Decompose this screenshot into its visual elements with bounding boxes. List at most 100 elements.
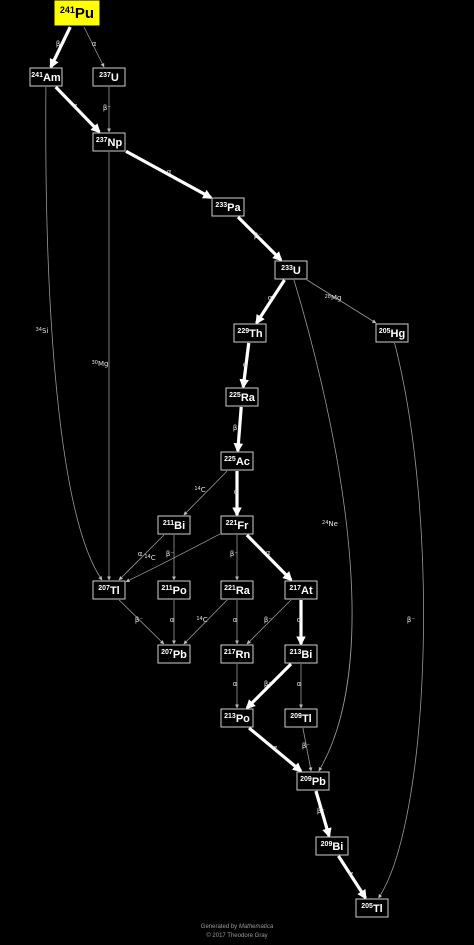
nuclide-pu-241: 241Pu [53,0,101,27]
edge-label-bi213-po213: β⁻ [264,680,272,688]
nuclide-label: 233U [281,265,301,277]
edge-label-fr221-ra221: β⁻ [230,550,238,558]
nuclide-box [53,0,101,27]
edge-u233-th229 [255,279,286,325]
nuclide-box [233,323,267,343]
footer-generated-app: Mathematica [238,924,274,930]
nuclide-box [284,580,318,600]
nuclide-label: 207Pb [161,649,187,661]
footer-copyright: © 2017 Theodore Gray [206,933,268,939]
nuclide-box [315,836,349,856]
edge-pu241-am241 [49,26,72,69]
nuclide-at-217: 217At [284,580,318,600]
footer-generated: Generated by Mathematica [0,924,474,930]
nuclide-box [296,771,330,791]
nuclide-u-237: 237U [92,67,126,87]
nuclide-bi-209: 209Bi [315,836,349,856]
edge-label-rn217-po213: α [233,680,238,688]
edge-u233-hg205 [306,279,377,324]
nuclide-label: 237Np [96,137,123,149]
nuclide-label: 211Bi [163,520,185,532]
edge-ac225-bi211 [183,470,228,516]
nuclide-box [220,644,254,664]
edge-label-at217-bi213: α [297,616,302,624]
nuclide-bi-213: 213Bi [284,644,318,664]
edge-at217-rn217 [246,599,292,645]
nuclide-pa-233: 233Pa [211,197,245,217]
edge-ra225-ac225 [233,406,244,453]
edge-pb209-bi209 [314,790,332,838]
edge-label-ra225-ac225: β⁻ [233,424,241,432]
edge-label-pa233-u233: β⁻ [254,232,262,240]
nuclide-label: 209Tl [290,713,311,725]
edge-label-ra221-pb207: 14C [196,616,207,624]
edge-label-ac225-fr221: α [234,488,239,496]
edge-label-bi209-tl205: α [349,870,354,878]
nuclide-label: 221Fr [226,520,249,532]
edge-label-am241-tl207: 34Si [36,327,49,335]
nuclide-ac-225: 225Ac [220,451,254,471]
edge-bi213-po213 [245,662,293,710]
edge-label-am241-np237: α [73,102,78,110]
edge-label-hg205-tl205: β⁻ [407,616,415,624]
edge-label-ac225-bi211: 14C [194,486,205,494]
footer-generated-prefix: Generated by [200,924,238,930]
nuclide-box [220,451,254,471]
edge-label-pu241-am241: β⁻ [56,40,64,48]
nuclide-box [284,644,318,664]
nuclide-label: 205Hg [379,328,405,340]
edge-pu241-u237 [83,26,105,68]
edge-label-bi211-po211: β⁻ [166,550,174,558]
edge-label-fr221-tl207: 14C [144,554,155,562]
edge-label-u237-np237: β⁻ [103,104,111,112]
edge-label-po213-pb209: α [273,744,278,752]
nuclide-th-229: 229Th [233,323,267,343]
nuclide-box [157,515,191,535]
nuclide-label: 229Th [237,328,262,340]
edge-bi209-tl205 [337,855,367,900]
nuclide-label: 225Ac [224,456,250,468]
edge-label-tl207-pb207: β⁻ [135,616,143,624]
nuclide-label: 205Tl [361,903,382,915]
nuclide-label: 217At [289,585,313,597]
nuclide-fr-221: 221Fr [220,515,254,535]
nuclide-label: 213Bi [290,649,313,661]
nuclide-tl-207: 207Tl [92,580,126,600]
nuclide-label: 207Tl [98,585,119,597]
nuclide-bi-211: 211Bi [157,515,191,535]
edge-label-pb209-bi209: β⁻ [317,807,325,815]
edge-label-u233-th229: α [268,294,273,302]
nuclide-box [220,580,254,600]
edge-am241-tl207 [45,86,103,581]
edge-am241-np237 [54,85,101,134]
edge-label-bi211-tl207: α [138,550,143,558]
edge-tl207-pb207 [118,599,165,645]
nuclide-label: 209Pb [300,776,326,788]
nuclide-label: 241Am [31,72,61,84]
nuclide-box [355,898,389,918]
nuclide-box [157,580,191,600]
nuclide-box [220,708,254,728]
edge-label-np237-tl207: 30Mg [92,360,109,368]
nuclide-box [220,515,254,535]
edge-fr221-tl207 [125,533,221,583]
nuclide-box [92,132,126,152]
nodes-layer: 241Pu 241Am 237U 237Np 233Pa 233U 229Th 205Hg 22… [29,0,409,918]
nuclide-label: 209Bi [321,841,344,853]
nuclide-rn-217: 217Rn [220,644,254,664]
nuclide-label: 233Pa [215,202,241,214]
nuclide-box [274,260,308,280]
nuclide-label: 241Pu [60,5,94,22]
edge-bi211-tl207 [118,534,165,581]
nuclide-po-213: 213Po [220,708,254,728]
nuclide-label: 221Ra [224,585,251,597]
edge-label-bi213-tl209: α [297,680,302,688]
nuclide-box [375,323,409,343]
nuclide-po-211: 211Po [157,580,191,600]
edge-tl209-pb209 [302,727,313,772]
nuclide-label: 237U [99,72,119,84]
nuclide-box [92,580,126,600]
nuclide-tl-205: 205Tl [355,898,389,918]
edge-label-fr221-at217: α [266,549,271,557]
